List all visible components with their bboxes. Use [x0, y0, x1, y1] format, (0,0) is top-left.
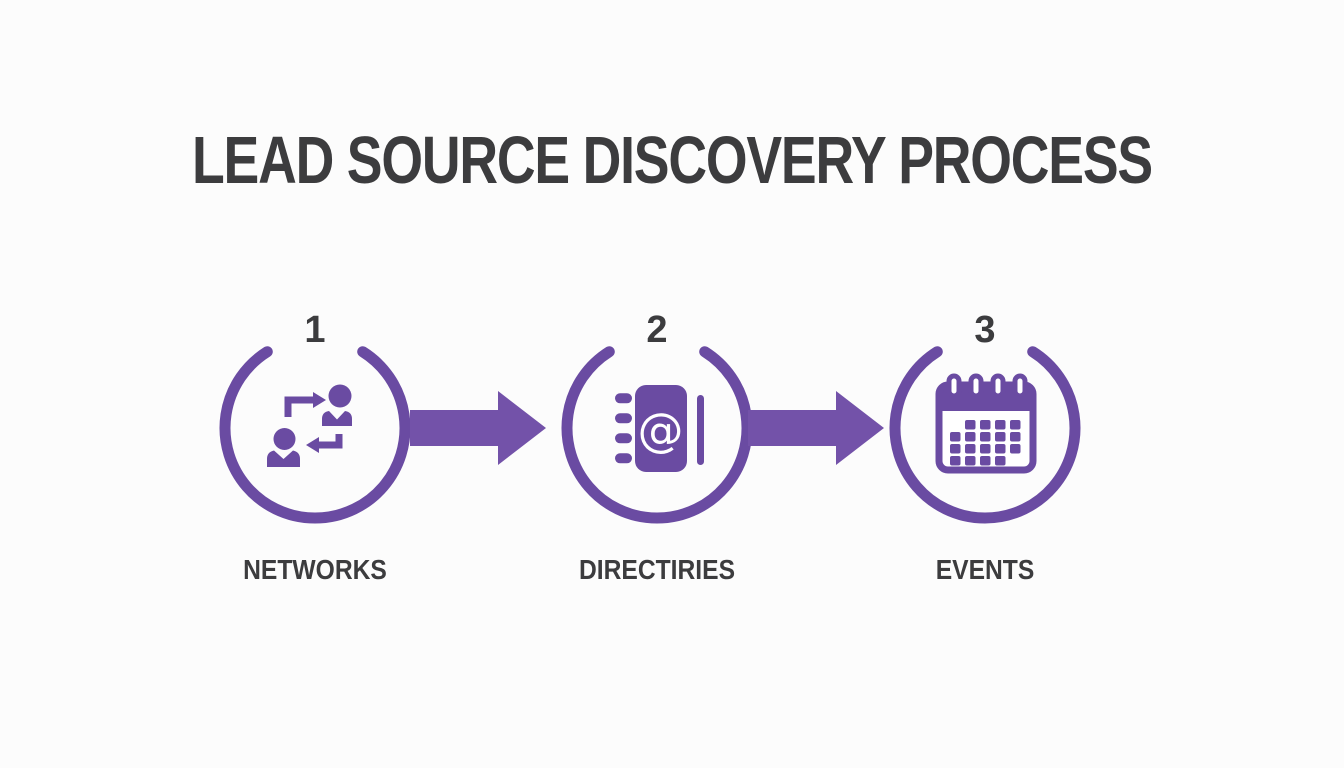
svg-text:@: @: [638, 403, 684, 457]
page-title: LEAD SOURCE DISCOVERY PROCESS: [192, 123, 1153, 198]
calendar-icon: [935, 373, 1037, 474]
flow-arrow-1-icon: [410, 391, 546, 465]
address-book-icon: @: [615, 385, 704, 472]
step-circle-directories: [561, 346, 753, 524]
step-number-1: 1: [304, 309, 326, 351]
step-label-events: EVENTS: [935, 554, 1035, 585]
step-circle-networks: [219, 346, 411, 524]
people-referral-icon: [267, 384, 352, 467]
step-label-networks: NETWORKS: [243, 554, 387, 585]
flow-arrow-2-icon: [748, 391, 884, 465]
step-number-3: 3: [974, 309, 996, 351]
step-circle-events: [889, 346, 1081, 524]
step-number-2: 2: [646, 309, 668, 351]
step-label-directories: DIRECTIRIES: [578, 554, 736, 585]
